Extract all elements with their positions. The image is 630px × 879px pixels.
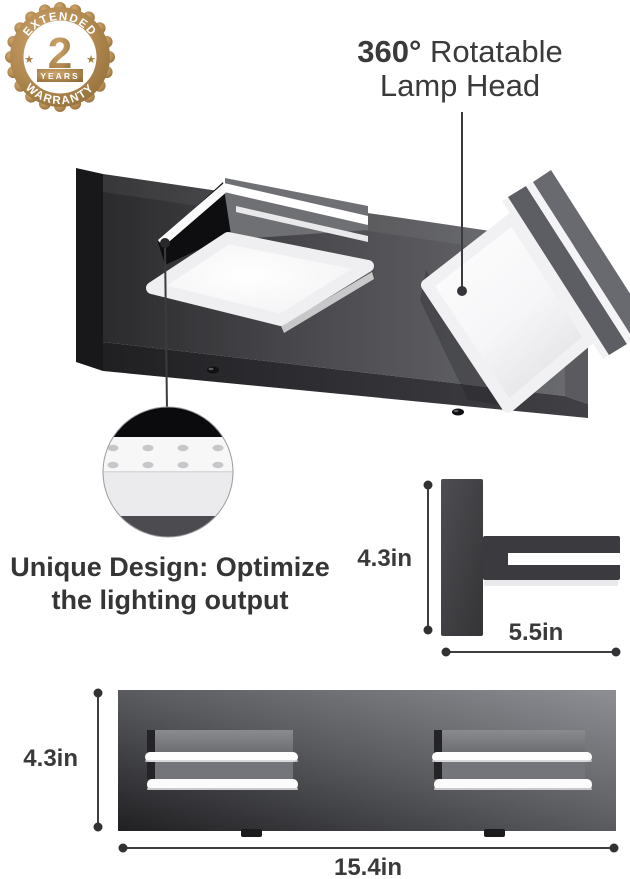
detail-magnifier (102, 406, 234, 538)
callout-dot (457, 286, 467, 296)
screw-highlight (208, 367, 214, 371)
right-lamp-white-strip (526, 182, 630, 344)
mount-tab (241, 829, 262, 837)
front-height-label: 4.3in (23, 745, 78, 772)
right-lamp-diffuser (421, 212, 596, 413)
right-lamp-back-plate-outer (533, 170, 630, 334)
dim-endpoint-dot (609, 843, 619, 853)
badge-years-label: YEARS (40, 71, 79, 81)
backplate-left-face (76, 168, 103, 371)
left-lamp-led-strip-lower (236, 206, 368, 242)
front-view-left-head (145, 730, 298, 790)
right-lamp-head (420, 170, 630, 413)
screw-icon (452, 408, 464, 416)
dim-endpoint-dot (441, 647, 451, 657)
side-height-label: 4.3in (357, 545, 412, 572)
led-contact-dots (107, 444, 224, 469)
dim-endpoint-dot (93, 822, 103, 832)
left-lamp-diffuser-rim (281, 272, 374, 333)
lamp-render (76, 112, 630, 418)
detail-callout-line (164, 246, 168, 411)
side-view-arm-slot (508, 553, 620, 565)
front-width-label: 15.4in (334, 854, 402, 879)
side-view-diffuser-edge (484, 580, 618, 586)
feature-caption-line2: the lighting output (52, 585, 289, 615)
dim-endpoint-dot (93, 688, 103, 698)
feature-caption-line1: Unique Design: Optimize (10, 552, 330, 582)
heading-line2: Lamp Head (380, 68, 540, 103)
callout-dot (160, 238, 170, 248)
badge-star-right-icon: ★ (86, 54, 96, 66)
dim-endpoint-dot (611, 647, 621, 657)
dim-endpoint-dot (423, 625, 433, 635)
right-lamp-back-plate-inner (508, 186, 627, 355)
left-lamp-diffuser (146, 232, 374, 326)
warranty-badge: EXTENDED WARRANTY ★ ★ 2 YEARS (5, 2, 115, 112)
front-view-diagram: 4.3in 15.4in (23, 688, 619, 879)
left-lamp-head (146, 178, 374, 333)
side-view-diagram: 4.3in 5.5in (357, 479, 621, 657)
backplate-bottom-strip (103, 342, 588, 418)
left-lamp-led-strip-right (224, 183, 368, 225)
dim-endpoint-dot (423, 480, 433, 490)
dim-endpoint-dot (118, 843, 128, 853)
front-view-right-head (432, 730, 592, 790)
screw-icon (207, 366, 219, 374)
side-depth-label: 5.5in (509, 619, 564, 646)
left-lamp-led-strip-left (158, 183, 229, 247)
badge-star-left-icon: ★ (24, 54, 34, 66)
side-view-backplate (441, 479, 483, 636)
screw-highlight (453, 409, 459, 413)
heading-line1: 360° Rotatable (357, 34, 562, 69)
badge-years-banner (37, 69, 83, 82)
mount-tab (484, 829, 505, 837)
